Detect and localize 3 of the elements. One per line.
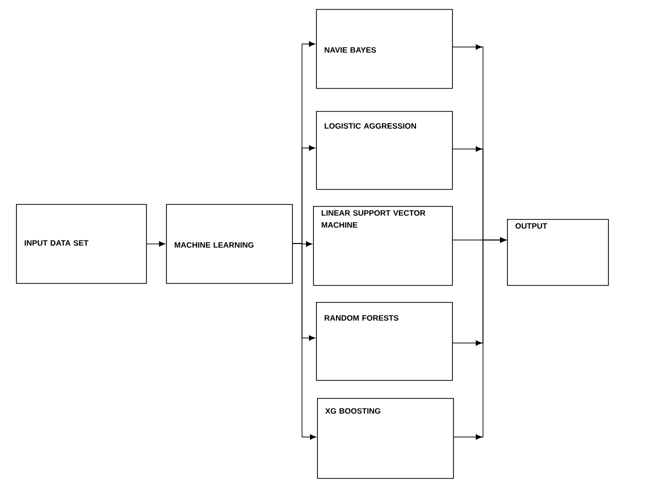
- arrow: [292, 243, 316, 440]
- arrow: [146, 241, 166, 247]
- arrow: [453, 237, 506, 440]
